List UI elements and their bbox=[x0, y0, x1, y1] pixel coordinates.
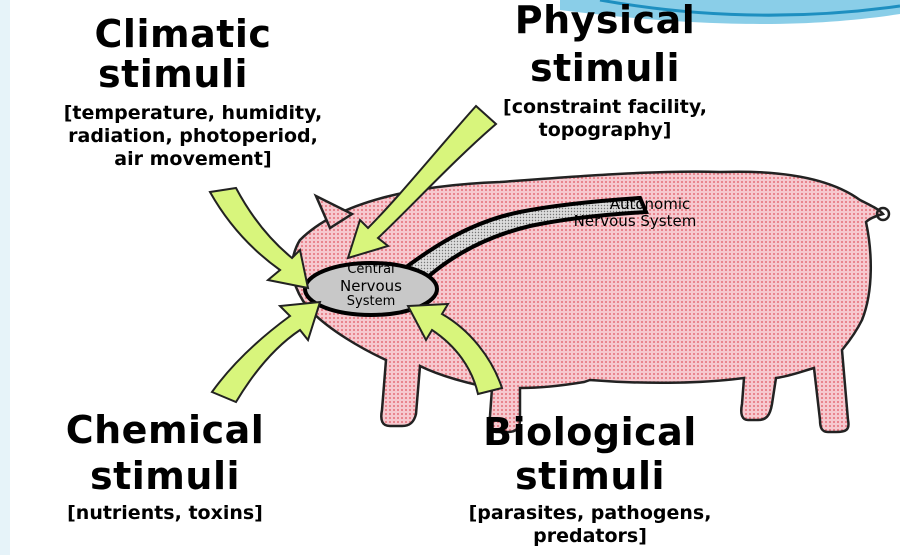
climatic-detail-line1: [temperature, humidity, bbox=[8, 102, 378, 125]
climatic-arrow bbox=[210, 188, 308, 288]
chemical-title-line2: stimuli bbox=[10, 456, 320, 496]
climatic-title-line1: Climatic bbox=[0, 14, 378, 54]
ans-label-line1: Autonomic bbox=[550, 196, 750, 213]
physical-title-line2: stimuli bbox=[470, 48, 740, 88]
ans-label-line2: Nervous System bbox=[520, 213, 750, 230]
biological-title-line2: stimuli bbox=[440, 456, 740, 496]
physical-detail-line1: [constraint facility, bbox=[470, 96, 740, 119]
cns-label-line3: System bbox=[321, 295, 421, 309]
climatic-group: Climatic stimuli [temperature, humidity,… bbox=[8, 14, 378, 171]
chemical-title-line1: Chemical bbox=[10, 410, 320, 450]
physical-title-line1: Physical bbox=[470, 0, 740, 40]
climatic-detail-line2: radiation, photoperiod, bbox=[8, 125, 378, 148]
climatic-detail-line3: air movement] bbox=[8, 148, 378, 171]
cns-label: Central Nervous System bbox=[321, 263, 421, 309]
chemical-arrow bbox=[212, 302, 320, 402]
ans-label: Autonomic Nervous System bbox=[520, 196, 750, 230]
cns-label-line2: Nervous bbox=[321, 277, 421, 295]
climatic-title-line2: stimuli bbox=[0, 54, 378, 94]
physical-group: Physical stimuli [constraint facility, t… bbox=[470, 0, 740, 142]
biological-detail-line1: [parasites, pathogens, bbox=[440, 502, 740, 525]
biological-group: Biological stimuli [parasites, pathogens… bbox=[440, 412, 740, 548]
chemical-group: Chemical stimuli [nutrients, toxins] bbox=[10, 410, 320, 525]
biological-title-line1: Biological bbox=[440, 412, 740, 452]
cns-label-line1: Central bbox=[321, 263, 421, 277]
physical-detail-line2: topography] bbox=[470, 119, 740, 142]
biological-detail-line2: predators] bbox=[440, 525, 740, 548]
chemical-detail-line1: [nutrients, toxins] bbox=[10, 502, 320, 525]
